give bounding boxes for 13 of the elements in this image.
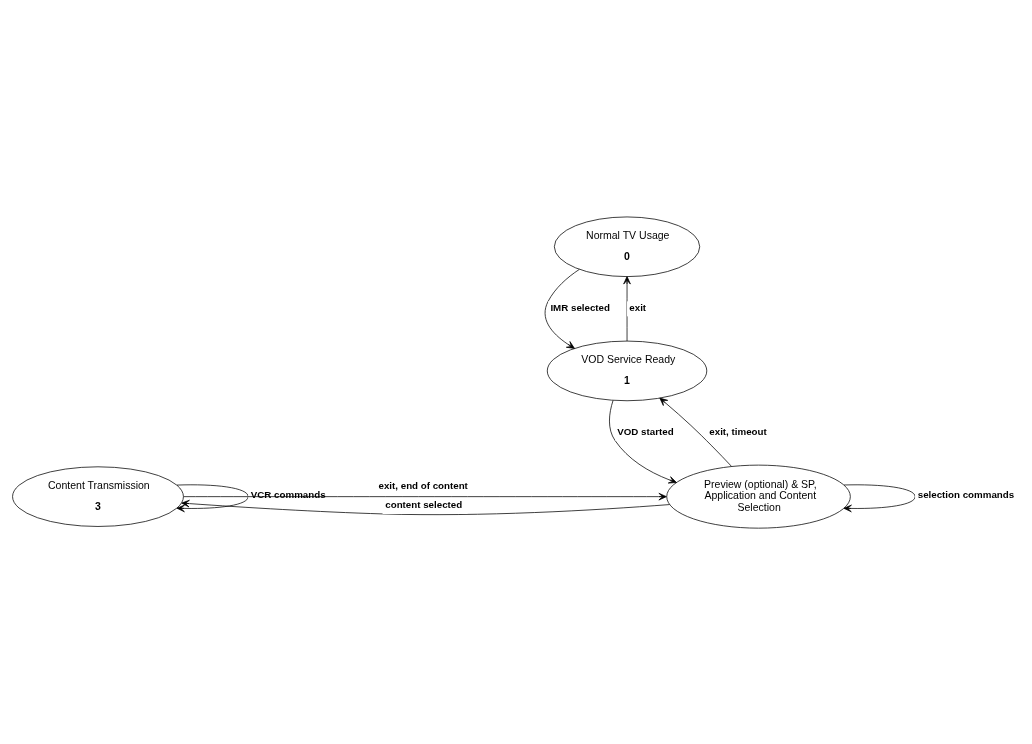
arrow [623, 275, 631, 341]
edge-label: exit, timeout [709, 425, 767, 437]
arrow [544, 268, 580, 349]
arrow [176, 483, 249, 512]
edge-label: content selected [385, 498, 463, 510]
edge-label: IMR selected [550, 301, 610, 313]
arrow [843, 483, 916, 512]
edge-label: exit [629, 301, 647, 313]
node-ellipse: Normal TV Usage 0 [553, 216, 701, 277]
edge-label: VOD started [617, 425, 674, 437]
arrow [659, 397, 732, 467]
edge-label: selection commands [917, 488, 1015, 500]
edge-label: exit, end of content [378, 479, 468, 491]
